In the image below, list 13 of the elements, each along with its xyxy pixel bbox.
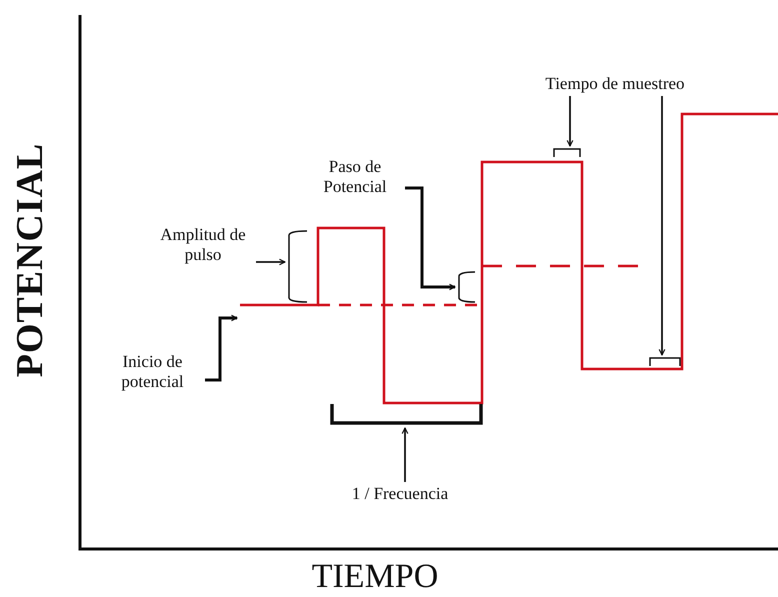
leader-arrow xyxy=(256,258,286,266)
leader-arrow xyxy=(658,96,666,356)
leader-arrow xyxy=(205,314,238,382)
callout-label: Amplitud de pulso xyxy=(159,225,247,265)
leader-arrow xyxy=(566,96,574,147)
axis-title: POTENCIAL xyxy=(11,142,49,378)
callout-label: Tiempo de muestreo xyxy=(545,74,685,94)
axis-title: TIEMPO xyxy=(312,558,438,596)
leader-arrow xyxy=(402,427,408,482)
callout-label: Inicio de potencial xyxy=(120,352,185,392)
leader-arrow xyxy=(405,186,456,290)
callout-label: Paso de Potencial xyxy=(322,157,388,197)
callout-label: 1 / Frecuencia xyxy=(352,484,448,504)
